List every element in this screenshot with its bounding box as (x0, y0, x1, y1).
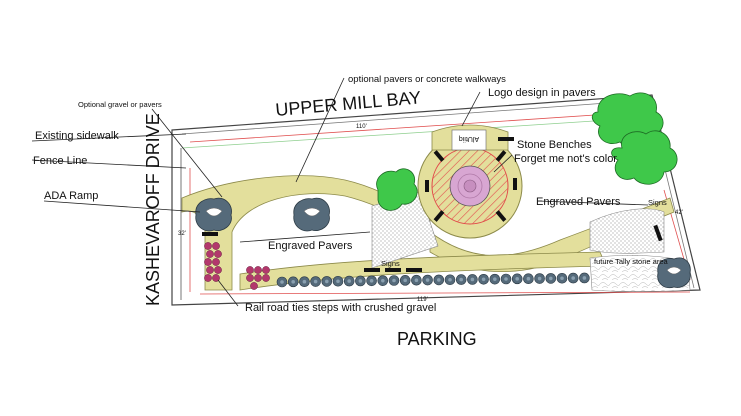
shrub-row-plant (579, 272, 590, 284)
leader-lines (31, 77, 649, 307)
forget-me-not-plant (204, 258, 212, 266)
fence-line (181, 117, 641, 149)
street-parking: PARKING (397, 329, 477, 349)
forget-me-not-plant (204, 274, 212, 282)
callout-stone-benches: Stone Benches (517, 139, 592, 151)
shrub-row-plant (511, 273, 523, 285)
callout-signs-right: Signs (648, 198, 667, 207)
shrub-row-plant (299, 276, 310, 288)
shrub-row-plant (478, 273, 489, 285)
callout-forget-me-nots: Forget me not's color (514, 153, 617, 165)
stone-bench (513, 178, 517, 190)
shrub-row-plant (411, 274, 422, 286)
shrub (195, 197, 232, 232)
shrub (657, 257, 691, 289)
sign-bar (406, 268, 422, 272)
stone-bench (425, 180, 429, 192)
shrub-cluster (195, 197, 691, 289)
stone-bench (495, 150, 507, 162)
street-upper-mill-bay: UPPER MILL BAY (275, 87, 422, 120)
forget-me-not-plant (212, 274, 220, 282)
shrub-row-plant (343, 275, 355, 287)
forget-me-not-plant (246, 274, 254, 282)
forget-me-not-plant (250, 282, 258, 290)
callout-existing-sidewalk: Existing sidewalk (35, 130, 119, 142)
central-plaza (417, 133, 523, 239)
shrub-row-plant (500, 273, 512, 285)
shrub-row-plant (567, 272, 579, 284)
forget-me-not-plant (204, 242, 212, 250)
shrub-row-plant (444, 274, 456, 286)
stone-bench (433, 150, 445, 162)
left-dimension-label: 32' (178, 231, 186, 237)
forget-me-not-plant (262, 274, 270, 282)
callout-railroad-ties: Rail road ties steps with crushed gravel (245, 302, 436, 314)
shrub-row-plant (366, 275, 377, 287)
forget-me-not-plant (214, 266, 222, 274)
logo-text: AlUtiiq (459, 135, 479, 142)
tree-small (376, 168, 418, 211)
forget-me-not-plant (206, 266, 214, 274)
shrub-row-plant (310, 276, 321, 287)
shrub-row-plant (276, 276, 288, 288)
sign-bar (202, 232, 218, 236)
shrub-row-plant (523, 273, 534, 285)
forget-me-not-plant (254, 266, 262, 274)
callout-optional-pavers: optional pavers or concrete walkways (348, 74, 506, 85)
stone-bench (495, 210, 507, 222)
callout-logo-design: Logo design in pavers (488, 87, 596, 99)
forget-me-not-plant (212, 258, 220, 266)
forget-me-not-plant (212, 242, 220, 250)
shrub-row-plant (332, 275, 344, 287)
shrub-row-plant (422, 274, 433, 286)
forget-me-not-plant (246, 266, 254, 274)
callout-signs-bottom: Signs (381, 259, 400, 268)
shrub-row (276, 272, 590, 288)
bench-legend-swatch (498, 137, 514, 141)
shrub-row-plant (455, 274, 467, 285)
forget-me-not-plant (254, 274, 262, 282)
shrub-row-plant (545, 273, 557, 284)
callout-engraved-pavers-right: Engraved Pavers (536, 196, 621, 208)
signs (202, 224, 663, 272)
shrub-row-plant (388, 275, 400, 286)
forget-me-not-plant (206, 250, 214, 258)
engraved-pavers-right-area (589, 208, 665, 254)
callout-future-stone: future Tally stone area (594, 257, 668, 266)
top-dimension-label: 110' (356, 124, 367, 130)
callout-engraved-pavers-left: Engraved Pavers (268, 240, 353, 252)
stone-bench (433, 210, 445, 222)
bottom-dimension-label: 119' (417, 297, 428, 303)
forget-me-not-plant (262, 266, 270, 274)
shrub-row-plant (489, 273, 501, 285)
shrub-row-plant (321, 276, 333, 287)
street-kashevaroff-drive: KASHEVAROFF DRIVE (143, 113, 163, 306)
shrub-row-plant (534, 273, 545, 284)
forget-me-not-plant (214, 250, 222, 258)
logo-paver: AlUtiiq (431, 124, 509, 151)
sign-bar (364, 268, 380, 272)
callout-optional-gravel: Optional gravel or pavers (78, 100, 162, 109)
forget-me-not-plantings (204, 242, 270, 290)
shrub (293, 197, 330, 232)
sign-bar (653, 224, 663, 242)
shrub-row-plant (467, 274, 478, 285)
shrub-row-plant (433, 274, 445, 286)
right-dimension-label: 42' (675, 210, 683, 216)
shrub-row-plant (399, 275, 411, 286)
shrub-row-plant (556, 272, 568, 284)
tree-large (591, 92, 678, 185)
bottom-dimension-line (199, 291, 691, 295)
shrub-row-plant (287, 276, 299, 288)
sign-bar (385, 268, 401, 272)
callout-fence-line: Fence Line (33, 155, 87, 167)
shrub-row-plant (355, 275, 366, 287)
callout-ada-ramp: ADA Ramp (44, 190, 98, 202)
top-dimension-line (189, 111, 641, 143)
shrub-row-plant (377, 275, 389, 286)
